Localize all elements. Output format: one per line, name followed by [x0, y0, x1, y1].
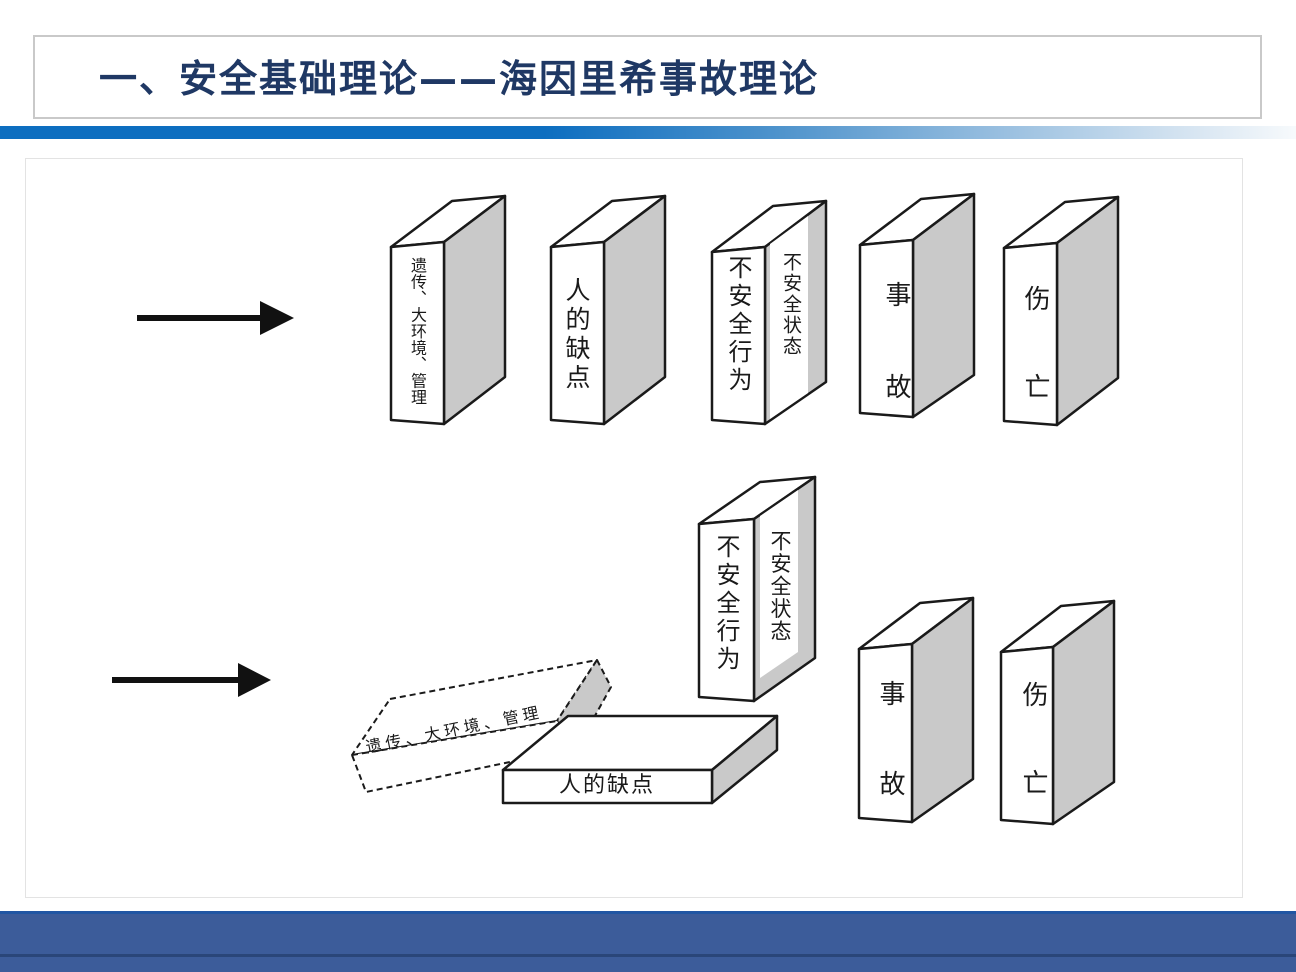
arrow-right-icon	[137, 301, 294, 335]
domino-accident-row1	[858, 192, 976, 419]
domino-label-human-fault-fallen: 人的缺点	[558, 773, 655, 798]
domino-label-accident-row1: 事故	[881, 281, 911, 465]
domino-unsafe-act-state-row2	[697, 475, 817, 703]
arrow-right-icon	[112, 663, 271, 697]
domino-label-unsafe-state-row1: 不安全状态	[780, 252, 802, 357]
domino-label-injury-row1: 伤亡	[1020, 285, 1050, 461]
domino-human-fault-fallen	[501, 714, 779, 805]
footer-stripe	[0, 954, 1296, 957]
domino-label-human-fault-row1: 人的缺点	[562, 277, 591, 393]
slide-header-box: 一、安全基础理论——海因里希事故理论	[33, 35, 1262, 119]
domino-human-fault-row1	[549, 194, 667, 426]
slide-title: 一、安全基础理论——海因里希事故理论	[99, 57, 820, 101]
domino-label-unsafe-act-row2: 不安全行为	[712, 534, 740, 674]
domino-label-genetics-row1: 遗传、大环境、管理	[408, 257, 427, 406]
footer-bar	[0, 911, 1296, 972]
domino-accident-row2	[857, 596, 975, 824]
header-gradient-band	[0, 126, 1296, 139]
domino-genetics-row1	[389, 194, 507, 426]
domino-injury-row1	[1002, 195, 1120, 427]
domino-label-injury-row2: 伤亡	[1018, 681, 1048, 857]
domino-injury-row2	[999, 599, 1116, 826]
domino-label-unsafe-state-row2: 不安全状态	[768, 530, 792, 643]
domino-unsafe-act-state-row1	[710, 199, 828, 426]
domino-label-accident-row2: 事故	[875, 680, 905, 860]
domino-label-unsafe-act-row1: 不安全行为	[724, 255, 752, 395]
